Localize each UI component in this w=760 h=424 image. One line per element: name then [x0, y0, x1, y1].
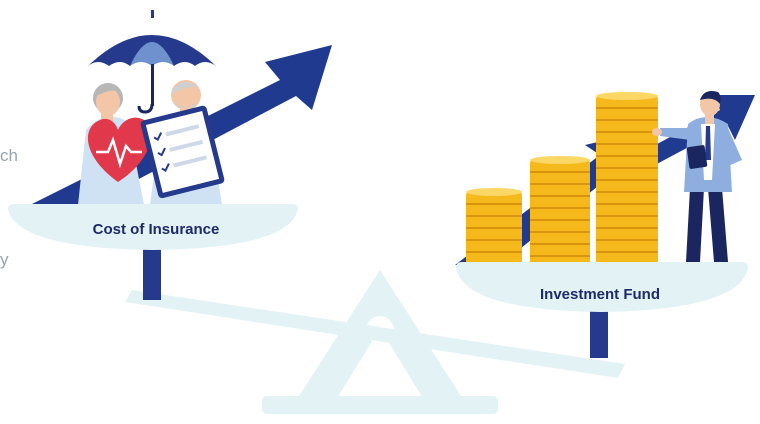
- cost-of-insurance-label: Cost of Insurance: [92, 221, 220, 238]
- right-post: [590, 300, 608, 358]
- heart-icon: [87, 117, 152, 182]
- left-post: [143, 235, 161, 300]
- coin-stacks: [466, 92, 658, 264]
- investment-fund-label: Investment Fund: [539, 286, 660, 303]
- left-scale-pan: [8, 204, 298, 250]
- coin-stack-3: [596, 92, 658, 264]
- cropped-text-fragment: y: [0, 250, 9, 269]
- right-scale-pan: [456, 262, 748, 312]
- cropped-text-fragment: ch: [0, 146, 18, 165]
- umbrella-icon: [88, 10, 216, 114]
- clipboard-checklist-icon: [140, 105, 225, 199]
- coin-stack-2: [530, 156, 590, 264]
- scale-beam: [125, 290, 625, 378]
- coin-stack-1: [466, 188, 522, 264]
